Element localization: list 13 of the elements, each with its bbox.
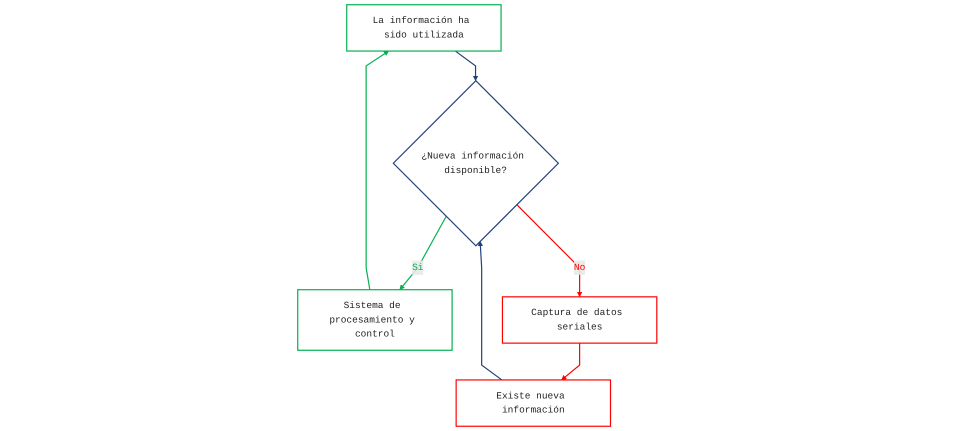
arrow	[516, 204, 582, 298]
node-box: La información ha sido utilizada	[346, 4, 502, 52]
edge-label: Si	[412, 262, 424, 274]
node-box: Captura de datos seriales	[502, 296, 658, 344]
node-box: Existe nueva información	[456, 379, 612, 427]
arrow	[400, 216, 447, 290]
arrow	[478, 240, 502, 380]
node-diamond: ¿Nueva información disponible?	[392, 80, 560, 247]
node-box: Sistema de procesamiento y control	[297, 289, 453, 351]
arrow	[562, 343, 580, 380]
arrow	[455, 50, 478, 81]
edge-label: No	[574, 262, 586, 274]
arrow	[366, 50, 390, 290]
